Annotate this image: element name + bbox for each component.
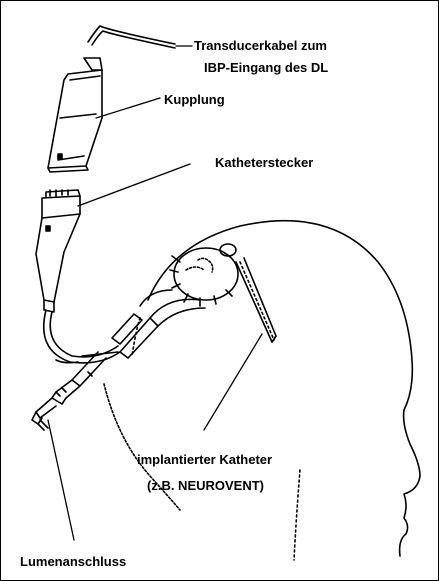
transducer-cable (88, 26, 175, 48)
lumen-port-label: Lumenanschluss (20, 554, 126, 570)
catheter-tubing (44, 290, 205, 363)
transducer-cable-label-line2: IBP-Eingang des DL (204, 60, 328, 76)
catheter-plug-part (36, 190, 80, 312)
coupling-label: Kupplung (164, 92, 225, 108)
implanted-catheter-label-line1: implantierter Katheter (137, 452, 272, 468)
implanted-catheter-label-line2: (z.B. NEUROVENT) (147, 478, 264, 494)
implanted-catheter (236, 258, 276, 342)
coupling-part (48, 58, 102, 172)
head-outline (104, 221, 420, 560)
catheter-plug-label: Katheterstecker (215, 155, 313, 171)
transducer-cable-label-line1: Transducerkabel zum (194, 38, 327, 54)
lumen-connector (32, 352, 106, 430)
implant-site (170, 244, 238, 306)
